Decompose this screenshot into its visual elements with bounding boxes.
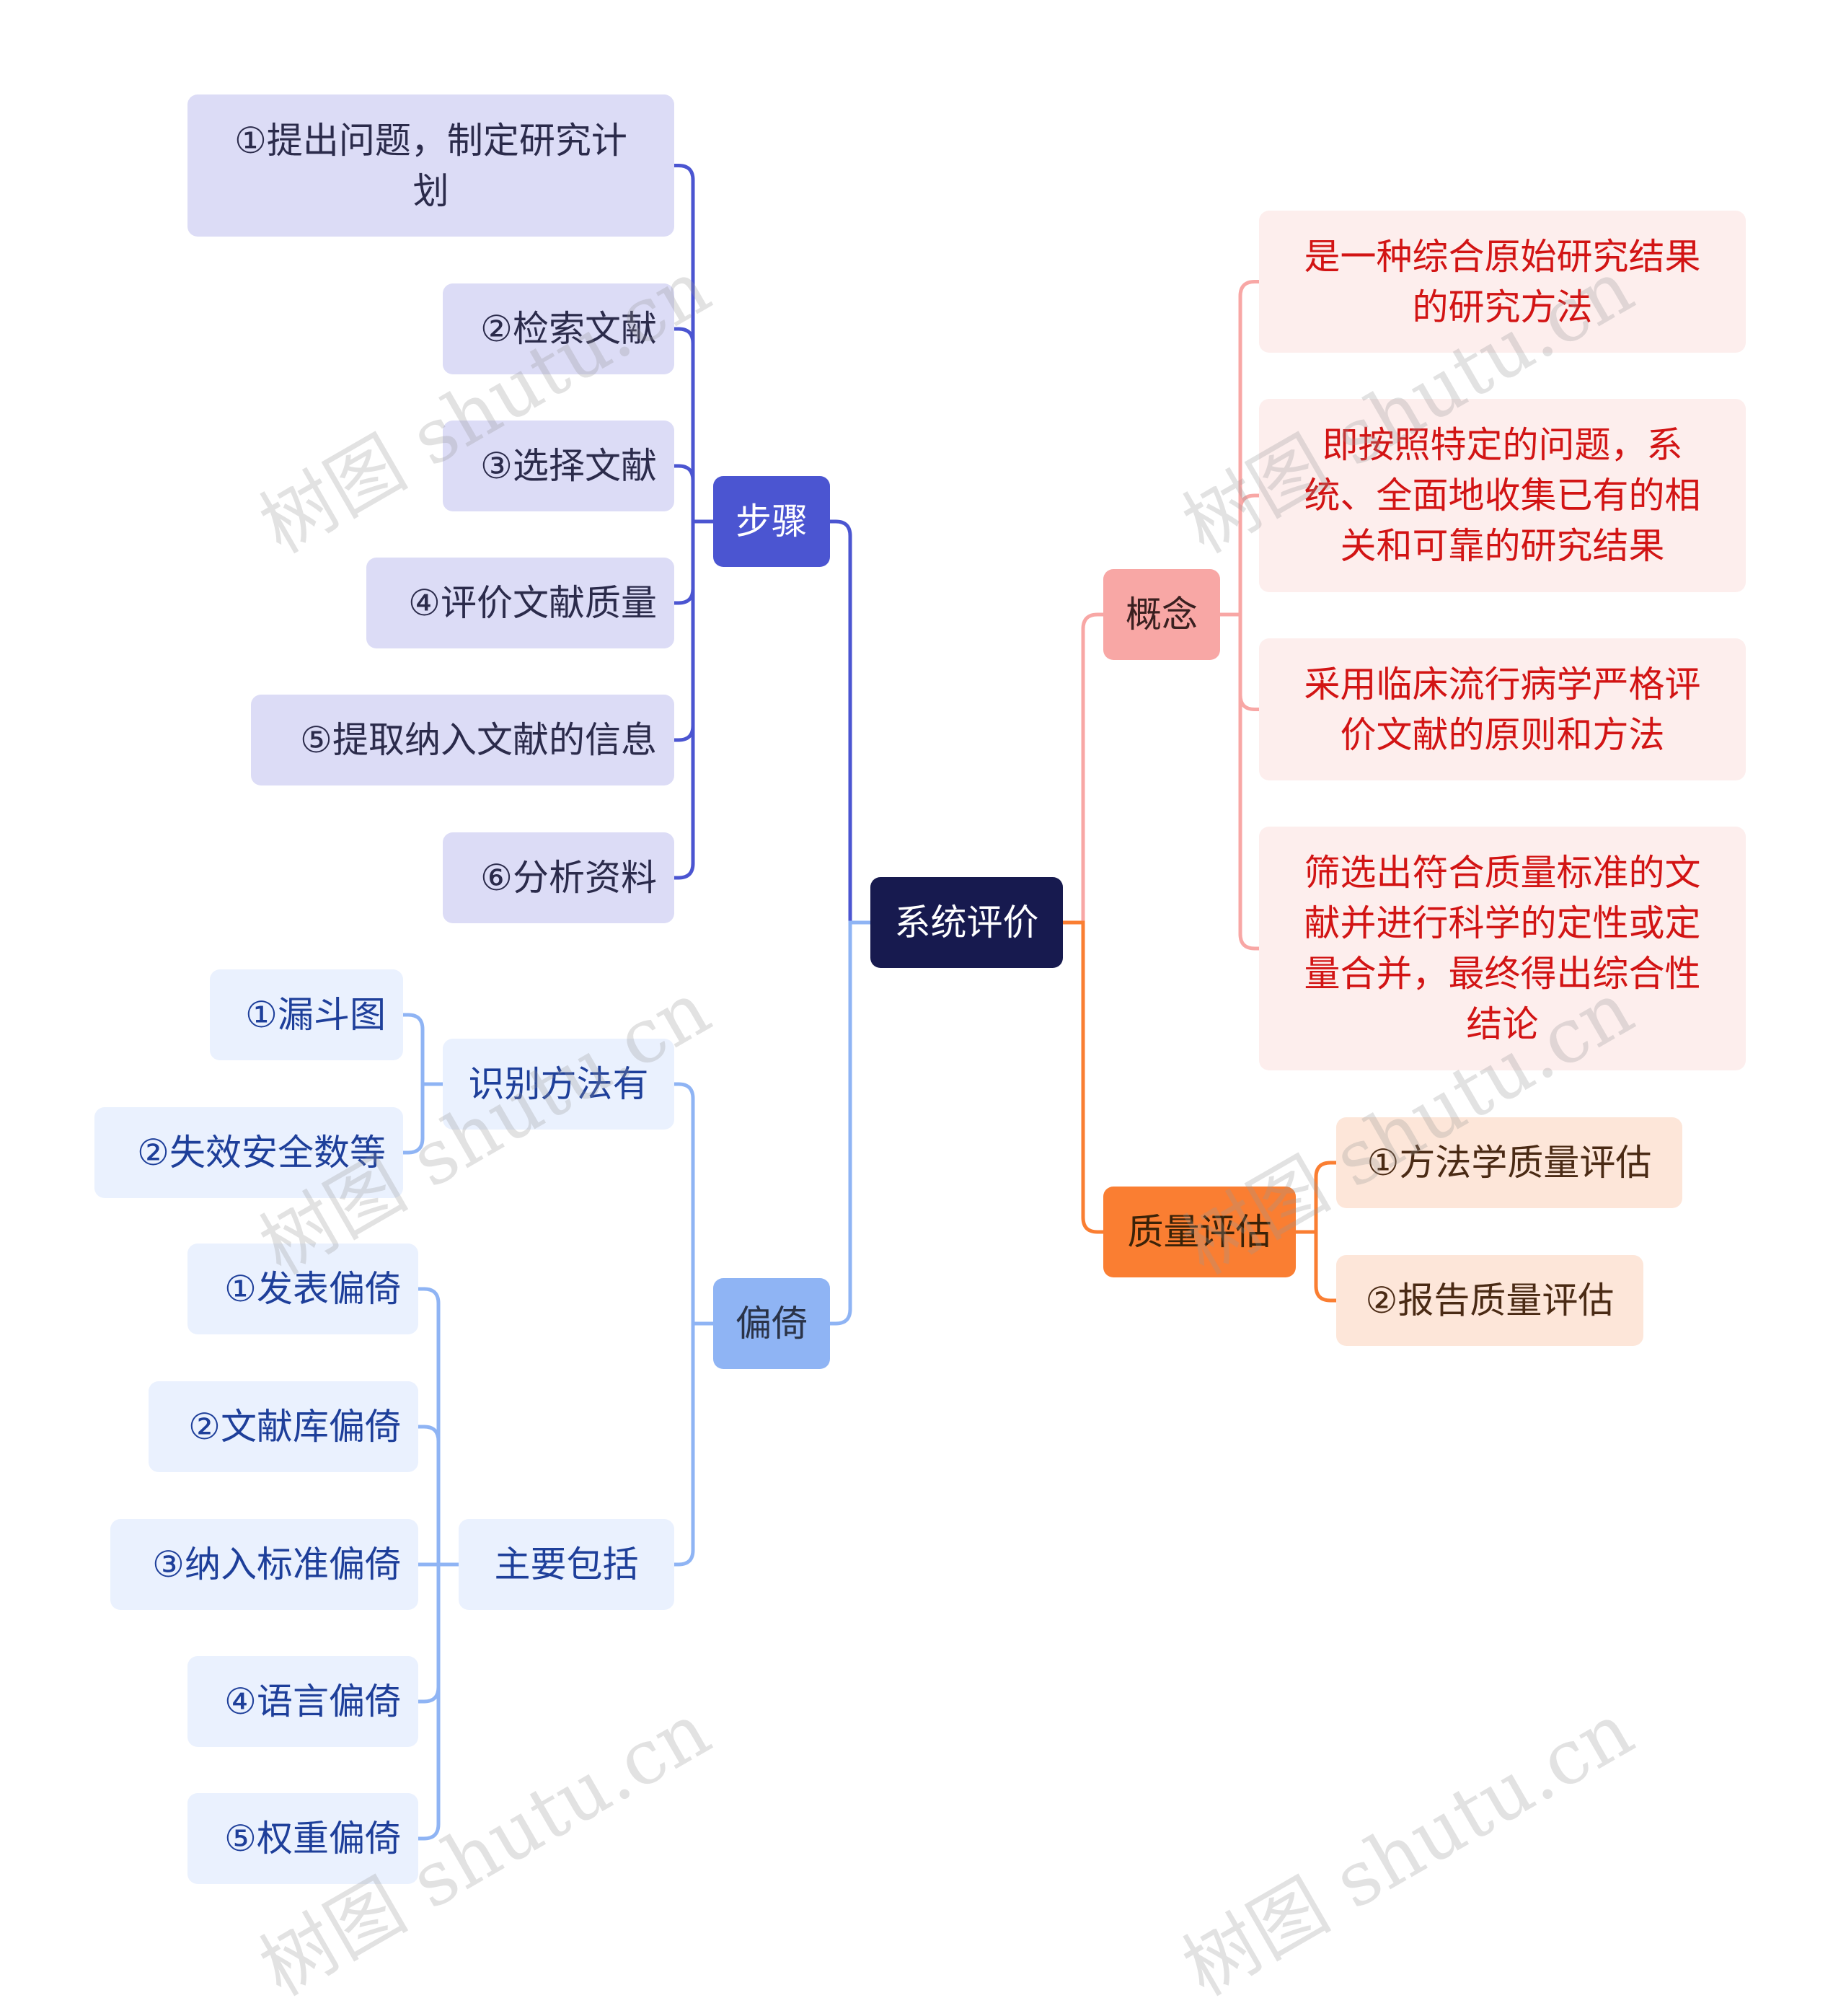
identify-item-2[interactable]: ②失效安全数等 bbox=[94, 1107, 403, 1198]
step-item-3[interactable]: ③选择文献 bbox=[443, 421, 674, 511]
concept-node[interactable]: 概念 bbox=[1103, 569, 1220, 660]
bias-node[interactable]: 偏倚 bbox=[713, 1278, 830, 1369]
identify-connector-2 bbox=[401, 1082, 445, 1155]
bias-connector-2 bbox=[672, 1321, 715, 1567]
bias-type-item-1[interactable]: ①发表偏倚 bbox=[187, 1244, 418, 1334]
bias-connector-1 bbox=[672, 1082, 715, 1326]
quality-connector-1 bbox=[1294, 1161, 1338, 1234]
quality-item-2[interactable]: ②报告质量评估 bbox=[1336, 1255, 1643, 1346]
quality-item-1[interactable]: ①方法学质量评估 bbox=[1336, 1117, 1682, 1208]
concept-item-1[interactable]: 是一种综合原始研究结果的研究方法 bbox=[1259, 211, 1746, 353]
quality-assessment-node[interactable]: 质量评估 bbox=[1103, 1187, 1296, 1277]
bias-type-item-4[interactable]: ④语言偏倚 bbox=[187, 1656, 418, 1747]
steps-connector-1 bbox=[672, 164, 715, 524]
step-item-2[interactable]: ②检索文献 bbox=[443, 283, 674, 374]
step-item-4[interactable]: ④评价文献质量 bbox=[366, 558, 674, 648]
root-left-connector-2 bbox=[828, 920, 873, 1326]
root-right-connector-2 bbox=[1061, 920, 1105, 1234]
concept-connector-1 bbox=[1218, 280, 1261, 617]
root-right-connector-1 bbox=[1061, 612, 1105, 925]
bias-types-connector-2 bbox=[416, 1425, 461, 1567]
identify-item-1[interactable]: ①漏斗图 bbox=[210, 969, 403, 1060]
bias-type-item-3[interactable]: ③纳入标准偏倚 bbox=[110, 1519, 418, 1610]
steps-connector-2 bbox=[672, 327, 715, 524]
bias-types-connector-5 bbox=[416, 1562, 461, 1841]
bias-identify-node[interactable]: 识别方法有 bbox=[443, 1039, 674, 1130]
steps-node[interactable]: 步骤 bbox=[713, 476, 830, 567]
bias-type-item-5[interactable]: ⑤权重偏倚 bbox=[187, 1793, 418, 1884]
root-node[interactable]: 系统评价 bbox=[870, 877, 1063, 968]
step-item-5[interactable]: ⑤提取纳入文献的信息 bbox=[251, 695, 674, 785]
root-left-connector-1 bbox=[828, 519, 873, 925]
concept-item-3[interactable]: 采用临床流行病学严格评价文献的原则和方法 bbox=[1259, 638, 1746, 780]
steps-connector-6 bbox=[672, 519, 715, 880]
bias-main-types-node[interactable]: 主要包括 bbox=[459, 1519, 674, 1610]
bias-type-item-2[interactable]: ②文献库偏倚 bbox=[149, 1381, 418, 1472]
concept-connector-2 bbox=[1218, 493, 1261, 617]
identify-connector-1 bbox=[401, 1013, 445, 1086]
step-item-1[interactable]: ①提出问题，制定研究计划 bbox=[187, 94, 674, 237]
bias-types-connector-1 bbox=[416, 1287, 461, 1567]
quality-connector-2 bbox=[1294, 1230, 1338, 1303]
step-item-6[interactable]: ⑥分析资料 bbox=[443, 832, 674, 923]
concept-item-4[interactable]: 筛选出符合质量标准的文献并进行科学的定性或定量合并，最终得出综合性结论 bbox=[1259, 827, 1746, 1070]
concept-item-2[interactable]: 即按照特定的问题，系统、全面地收集已有的相关和可靠的研究结果 bbox=[1259, 399, 1746, 592]
steps-connector-3 bbox=[672, 464, 715, 524]
concept-connector-4 bbox=[1218, 612, 1261, 951]
